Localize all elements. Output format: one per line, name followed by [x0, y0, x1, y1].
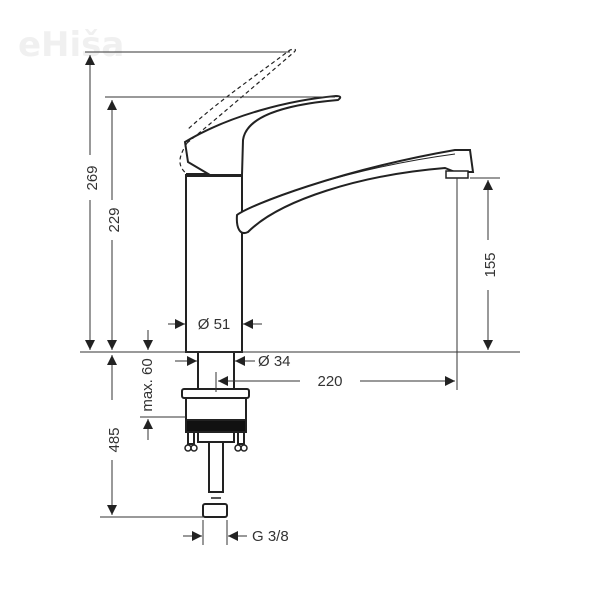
faucet-body	[179, 48, 475, 518]
label-max-deck-thickness: max. 60	[139, 358, 156, 411]
dimension-labels: 269 229 155 Ø 51 Ø 34 220 max. 60 485 G …	[84, 165, 499, 545]
label-spout-reach: 220	[317, 373, 342, 390]
label-height-to-top: 229	[106, 207, 123, 232]
label-spout-height: 155	[482, 252, 499, 277]
dimension-lines	[80, 51, 520, 545]
label-supply-length: 485	[106, 427, 123, 452]
label-shank-diameter: Ø 34	[258, 353, 291, 370]
watermark-logo: eHiša	[18, 25, 124, 65]
label-connection-thread: G 3/8	[252, 528, 289, 545]
label-body-diameter: Ø 51	[198, 316, 231, 333]
label-total-height: 269	[84, 165, 101, 190]
